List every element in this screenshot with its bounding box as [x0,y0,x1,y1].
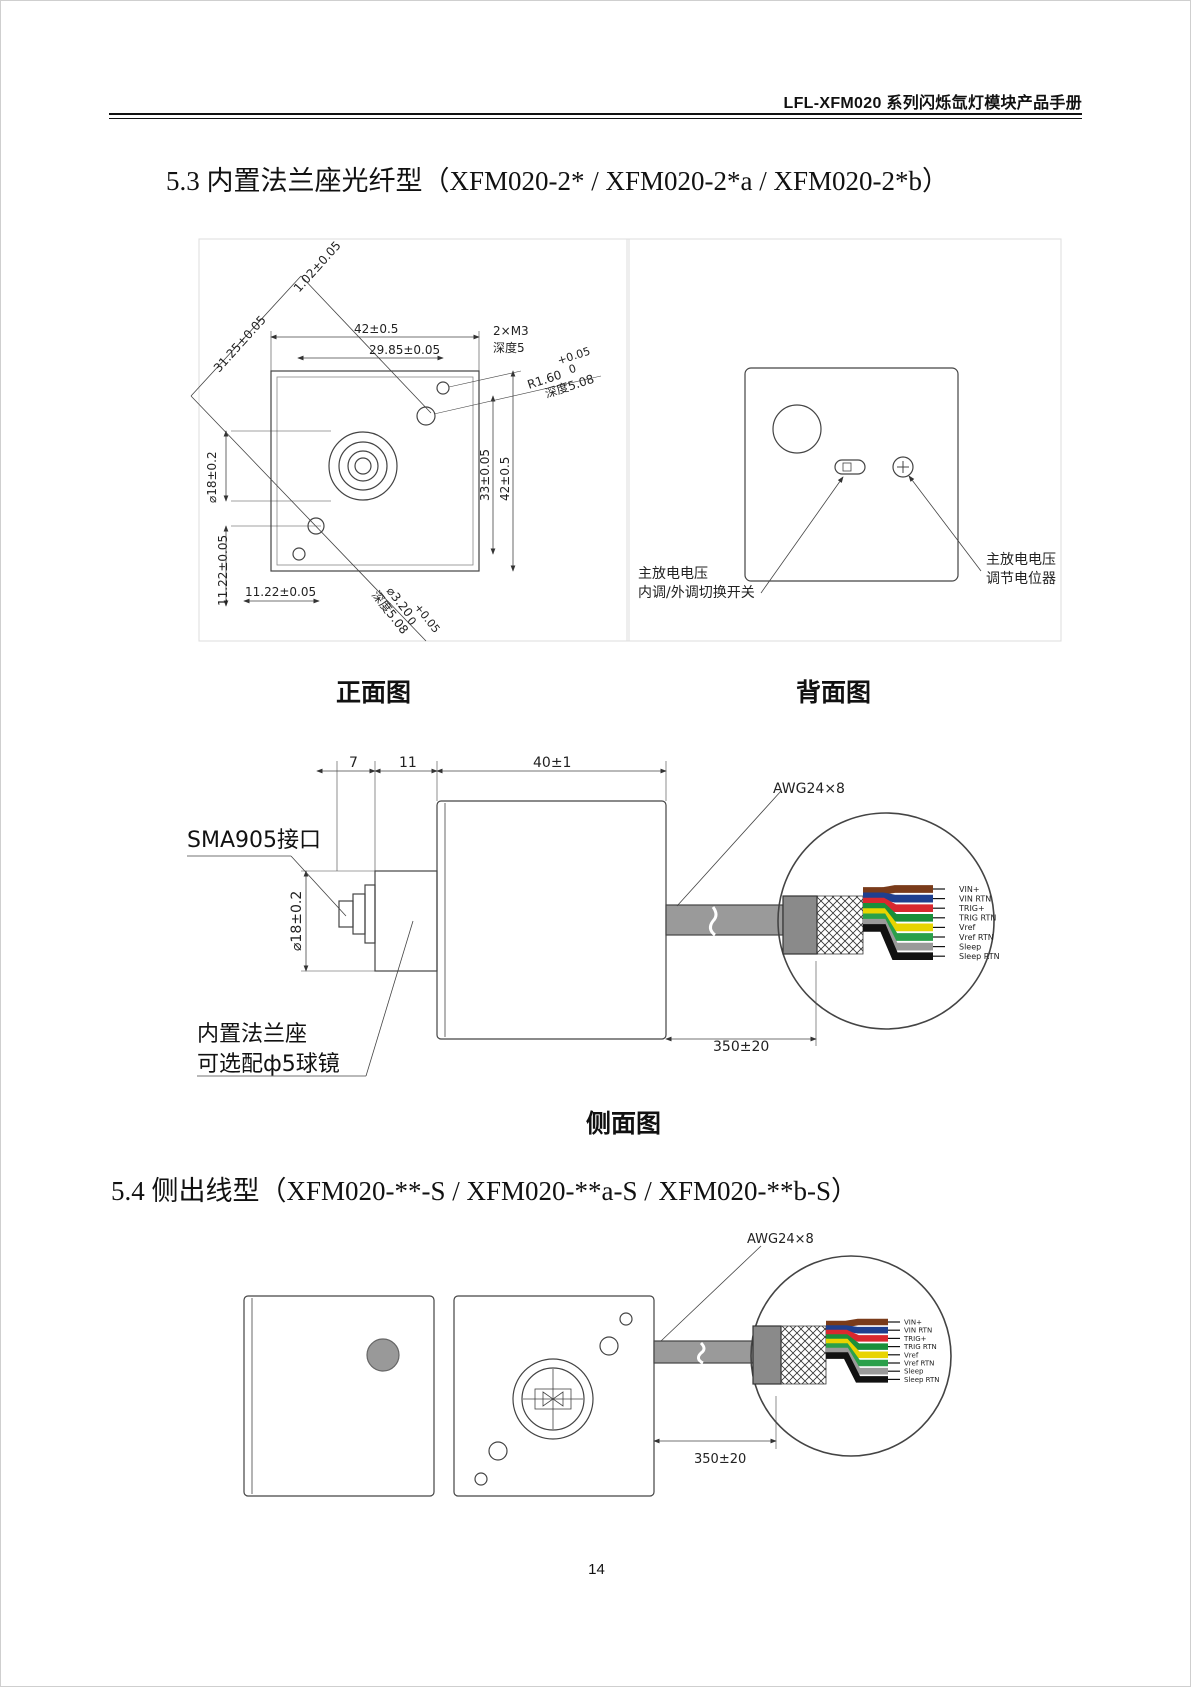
label-pot-line2: 调节电位器 [986,571,1056,587]
dim-d18: ⌀18±0.2 [205,451,219,503]
wire-label: Sleep RTN [904,1376,940,1384]
flange-label-line2: 可选配ф5球镜 [197,1052,340,1077]
header-rule-thick [109,113,1082,115]
flange-label-line1: 内置法兰座 [197,1022,307,1047]
wire-trig- [826,1329,888,1342]
sma-tip [338,900,354,928]
dim-31-25: 31.25±0.05 [211,313,269,375]
wire-label: Vref RTN [959,933,994,942]
section-heading-5-3: 5.3 内置法兰座光纤型（XFM020-2* / XFM020-2*a / XF… [166,166,950,196]
m3-hole-top [436,381,450,395]
caption-side-view: 侧面图 [586,1109,662,1138]
wire-trig-rtn [863,903,933,922]
back-body-outline [744,367,959,582]
back-view-drawing [626,238,1062,642]
dim-11-22-vertical: 11.22±0.05 [216,535,230,606]
sma905-label: SMA905接口 [187,828,321,853]
r160-hole [416,406,436,426]
cable-sheath [665,904,784,936]
label-r160-tol-bot: 0 [567,362,578,377]
potentiometer-icon [892,456,914,478]
dim-11: 11 [399,755,417,771]
wire-vin-rtn [863,892,933,903]
cable-detail-circle [777,812,995,1030]
switch-icon [834,459,866,475]
front-body-outline [270,370,480,572]
wire-label: Vref [959,923,976,932]
cable-gauge-label: AWG24×8 [773,781,845,797]
wire-label: Sleep RTN [959,952,1000,961]
side-exit-left-view [243,1295,435,1497]
wire-label: Vref [904,1351,919,1359]
dim-40: 40±1 [533,755,571,771]
wire-vref [863,908,933,932]
wire-label: TRIG RTN [903,1343,937,1351]
label-depth5: 深度5 [493,340,525,355]
wire-vref [826,1338,888,1359]
wire-label: TRIG+ [958,904,985,913]
side-exit-front-view [453,1295,655,1497]
wire-label: Sleep [959,942,981,951]
front-view-dim-labels: 1.02±0.05 31.25±0.05 42±0.5 29.85±0.05 2… [205,238,596,636]
wire-sleep-rtn [826,1352,888,1383]
wire-trig- [863,897,933,913]
caption-back-view: 背面图 [796,678,872,707]
front-view-frame [198,238,630,642]
side-view-drawing [187,761,995,1077]
detail-sheath [782,895,818,955]
dim-11-22-horizontal: 11.22±0.05 [245,585,316,599]
flange-seat [374,870,438,972]
wire-vin- [863,885,933,895]
running-header: LFL-XFM020 系列闪烁氙灯模块产品手册 [783,95,1082,112]
dim-7: 7 [349,755,358,771]
side-exit-length-label: 350±20 [694,1452,746,1467]
label-switch-line1: 主放电电压 [638,566,708,582]
label-pot-line1: 主放电电压 [986,552,1056,568]
dim-33: 33±0.05 [478,449,492,501]
length-label: 350±20 [713,1039,769,1055]
wire-label: TRIG+ [903,1335,927,1343]
indicator-dot [366,1338,400,1372]
front-flange-outer [328,431,398,501]
side-exit-cable-label: AWG24×8 [747,1232,814,1247]
dim-42-vertical: 42±0.5 [498,457,512,501]
wire-trig-rtn [826,1334,888,1350]
wire-label: VIN RTN [959,894,991,903]
back-window [772,404,822,454]
side-exit-detail-circle [750,1255,952,1457]
wire-label: Vref RTN [904,1359,934,1367]
section-heading-5-4: 5.4 侧出线型（XFM020-**-S / XFM020-**a-S / XF… [111,1176,859,1206]
dim-42-horizontal: 42±0.5 [354,322,398,336]
label-2xm3: 2×M3 [493,324,529,338]
wire-label: VIN+ [904,1318,922,1326]
wire-label: VIN+ [959,885,980,894]
caption-front-view: 正面图 [336,678,412,707]
side-dia-label: ⌀18±0.2 [289,891,305,951]
label-switch-line2: 内调/外调切换开关 [638,584,755,601]
page-number: 14 [588,1561,605,1578]
wire-sleep-rtn [863,924,933,961]
wire-label: VIN RTN [904,1327,932,1335]
wire-label: Sleep [904,1368,924,1376]
wire-vin-rtn [826,1325,888,1334]
header-rule-thin [109,118,1082,119]
wire-label: TRIG RTN [958,914,996,923]
dim-1-02: 1.02±0.05 [291,238,344,295]
wire-vin- [826,1318,888,1328]
dim-29-85: 29.85±0.05 [369,343,440,357]
m3-hole-bottom [292,547,306,561]
detail-shield-mesh [816,895,864,955]
front-view-drawing [190,238,630,642]
side-exit-drawing [243,1245,952,1497]
side-body [436,800,667,1040]
